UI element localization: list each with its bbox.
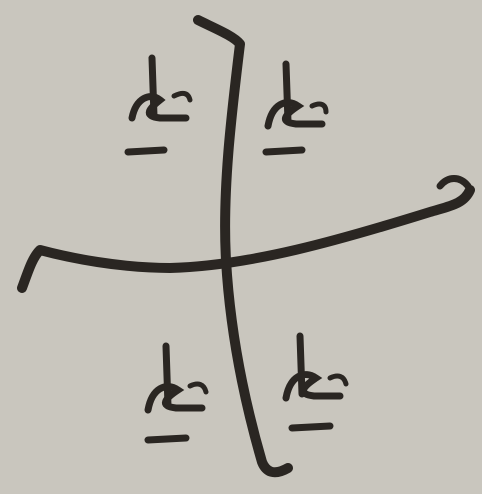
quadrant-text-top-right: ﻂ [285,78,328,129]
quadrant-label-bottom-right [282,332,349,432]
quadrant-label-bottom-left [144,342,209,444]
quadrant-text-bottom-left: ﻂ [165,362,208,413]
quadrant-label-top-right [262,60,329,156]
quadrant-text-top-left: ﻂ [150,72,193,123]
horizontal-end-hook [436,175,472,190]
quadrant-text-bottom-right: ﻂ [300,350,343,401]
quadrant-label-top-left [124,54,193,156]
horizontal-axis-stroke [17,185,475,293]
